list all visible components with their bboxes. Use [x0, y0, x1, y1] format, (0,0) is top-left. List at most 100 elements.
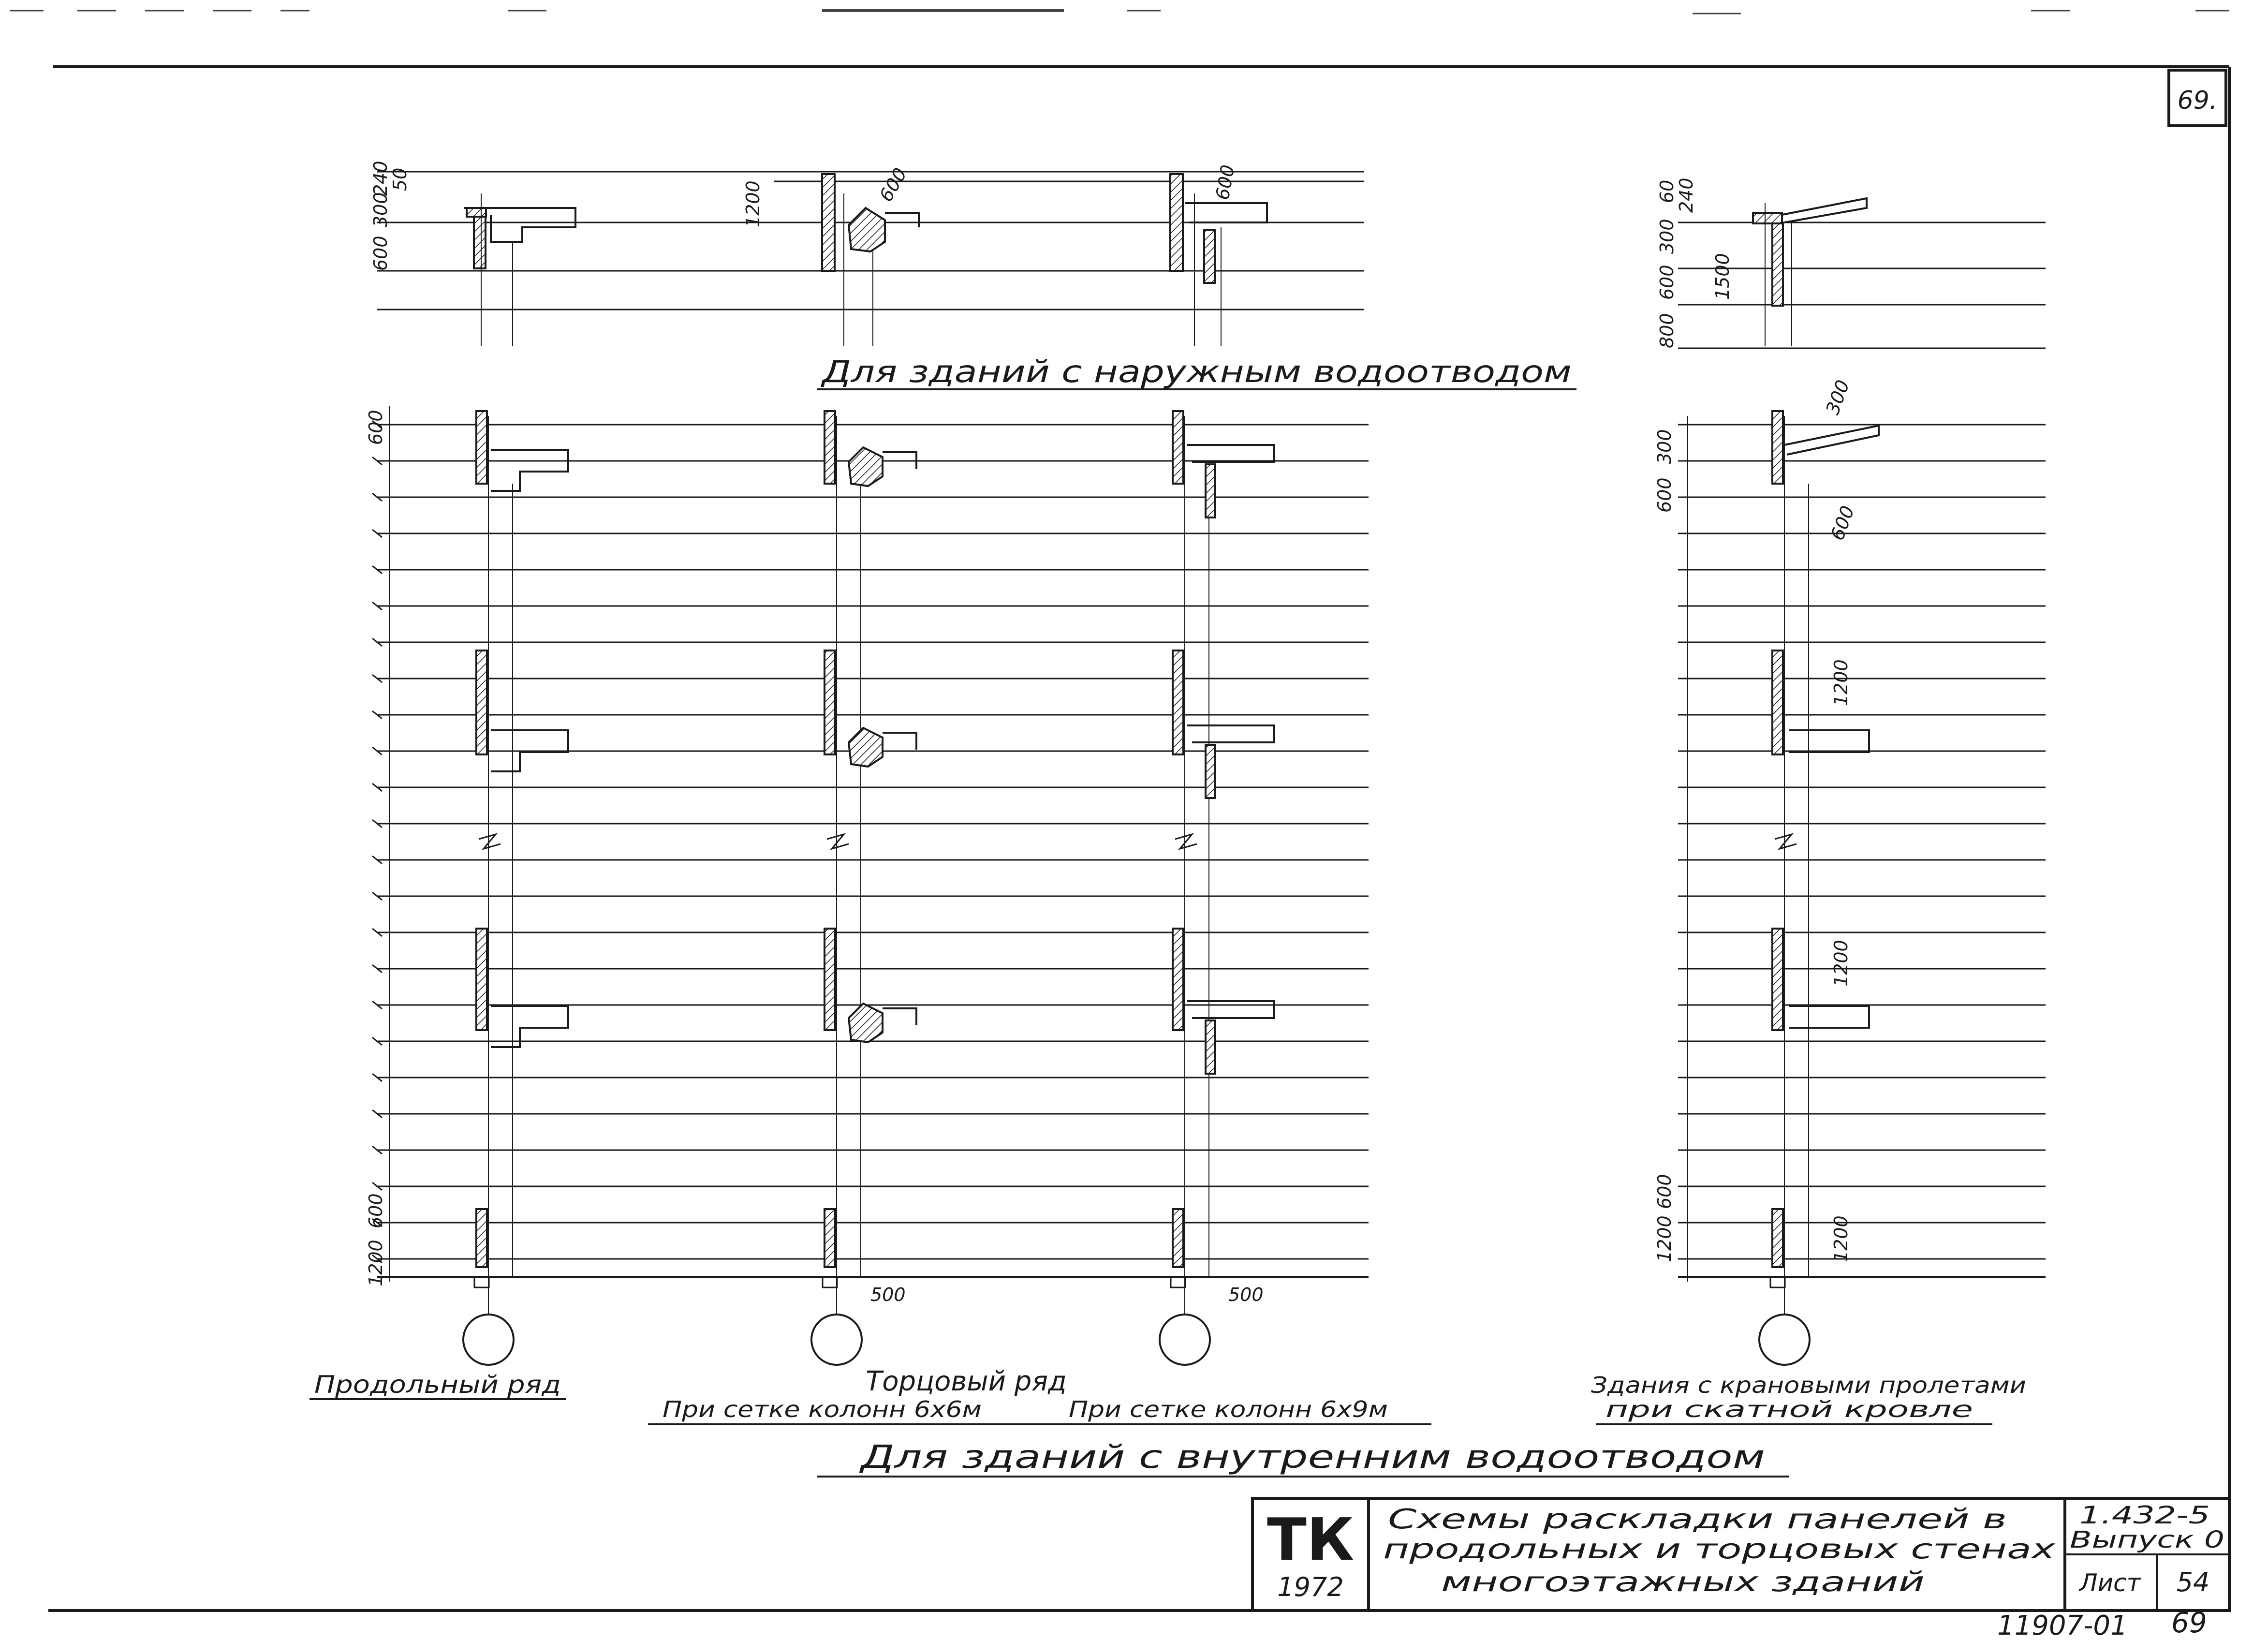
axis-marker-end-6x9	[1159, 1314, 1211, 1366]
floor-slab	[883, 451, 917, 469]
wall-panel	[1771, 928, 1784, 1031]
dim-right-1200-c: 1200	[1654, 1215, 1675, 1262]
tick-mark	[372, 928, 383, 937]
scan-edge-marks	[10, 9, 2229, 15]
wall-panel	[1172, 650, 1184, 755]
dim-right-1200-b: 1200	[1830, 940, 1852, 987]
dim-300-b: 300	[1656, 219, 1678, 254]
tick-mark	[372, 601, 383, 611]
tick-mark	[372, 1254, 383, 1264]
sheet-label: Лист	[2078, 1569, 2142, 1597]
wall-panel	[475, 410, 488, 485]
caption-grid-6x6: При сетке колонн 6х6м	[663, 1396, 982, 1422]
dim-50: 50	[389, 168, 411, 191]
caption-internal-drainage: Для зданий с внутренним водоотводом	[859, 1438, 1765, 1476]
wall-panel	[475, 650, 488, 755]
detail-top-crane: 800 600 300 240 60 1500	[1656, 177, 1868, 348]
detail-top-end-6x9: 600	[1169, 163, 1268, 346]
floor-slab	[883, 732, 917, 750]
roof-slab	[1784, 424, 1880, 456]
sheet-number: 54	[2177, 1567, 2210, 1597]
axis-marker-longitudinal	[462, 1314, 515, 1366]
external-drainage-sections: 600 300 240 50 1200 600 600	[370, 161, 2046, 390]
wall-panel	[824, 928, 836, 1031]
tick-mark	[372, 1109, 383, 1119]
break-mark	[1175, 833, 1197, 850]
title-line-1: Схемы раскладки панелей в	[1388, 1504, 2007, 1535]
column-base	[473, 1276, 490, 1288]
title-line-3: многоэтажных зданий	[1441, 1566, 1925, 1598]
dim-right-1200-a: 1200	[1830, 659, 1852, 706]
caption-grid-6x9: При сетке колонн 6х9м	[1069, 1396, 1388, 1422]
dim-600: 600	[370, 236, 391, 271]
wall-panel	[824, 1208, 836, 1268]
caption-end-row: Торцовый ряд	[866, 1366, 1067, 1397]
tick-mark	[372, 1218, 383, 1227]
wall-panel	[1172, 1208, 1184, 1268]
issue-label: Выпуск 0	[2070, 1526, 2224, 1553]
dim-800: 800	[1656, 313, 1678, 348]
tick-mark	[372, 529, 383, 538]
dim-offset-500-b: 500	[1228, 1284, 1264, 1305]
page-number: 69.	[2178, 86, 2218, 115]
wall-panel	[824, 410, 836, 485]
dim-right-300: 300	[1654, 429, 1675, 464]
caption-crane-bay-1: Здания с крановыми пролетами	[1591, 1372, 2026, 1398]
tick-mark	[372, 1073, 383, 1082]
tick-mark	[372, 420, 383, 429]
break-mark	[826, 833, 849, 850]
caption-external-drainage: Для зданий с наружным водоотводом	[820, 354, 1572, 389]
break-mark	[1774, 833, 1797, 850]
tick-mark	[372, 1182, 383, 1191]
floor-slab	[1789, 729, 1870, 753]
dim-main-600: 600	[365, 410, 386, 445]
dim-1200: 1200	[742, 180, 764, 227]
tk-logo: ТК	[1267, 1507, 1354, 1574]
series-number: 1.432-5	[2079, 1501, 2210, 1529]
floor-slab	[1187, 444, 1275, 463]
tick-mark	[372, 819, 383, 828]
floor-slab	[1187, 1000, 1275, 1019]
floor-slab	[1187, 724, 1275, 743]
column-base	[822, 1276, 838, 1288]
wall-panel	[475, 928, 488, 1031]
wall-panel	[1771, 1208, 1784, 1268]
dim-600-b: 600	[1212, 163, 1239, 201]
dim-240: 240	[370, 161, 391, 196]
dim-offset-500-a: 500	[870, 1284, 906, 1305]
tick-mark	[372, 964, 383, 974]
caption-crane-bay-2: при скатной кровле	[1605, 1396, 1973, 1422]
tick-mark	[372, 565, 383, 575]
axis-marker-crane	[1758, 1314, 1811, 1366]
dim-240-b: 240	[1676, 177, 1697, 213]
tick-mark	[372, 891, 383, 901]
beam-section	[1205, 744, 1216, 799]
break-mark	[478, 833, 501, 850]
floor-slab	[491, 729, 569, 772]
dim-right-600-c: 600	[1654, 1174, 1675, 1209]
caption-longitudinal-row: Продольный ряд	[314, 1371, 561, 1399]
dim-main-600-b: 600	[365, 1193, 386, 1228]
archive-number: 11907-01	[1997, 1610, 2128, 1638]
tick-mark	[372, 637, 383, 647]
tick-mark	[372, 783, 383, 792]
crossbar-section	[847, 1002, 884, 1044]
internal-drainage-elevations: 600 600 1200 500 500 600 300 300 600 120…	[309, 377, 2046, 1477]
wall-panel	[1172, 410, 1184, 485]
column-base	[1769, 1276, 1786, 1288]
dim-60: 60	[1656, 180, 1678, 203]
page-number-box: 69.	[2167, 69, 2227, 127]
bottom-page-number: 69	[2171, 1606, 2207, 1638]
tick-mark	[372, 674, 383, 683]
wall-panel	[1771, 410, 1784, 485]
floor-slab	[883, 1007, 917, 1025]
title-block: ТК 1972 Схемы раскладки панелей в продол…	[1251, 1497, 2231, 1612]
tick-mark	[372, 1145, 383, 1155]
dim-600-a: 600	[875, 164, 911, 206]
beam-section	[1205, 1019, 1216, 1075]
axis-marker-end-6x6	[810, 1314, 863, 1366]
dim-right-600: 600	[1654, 477, 1675, 513]
wall-panel	[824, 650, 836, 755]
detail-top-end-6x6: 1200 600	[742, 164, 920, 346]
